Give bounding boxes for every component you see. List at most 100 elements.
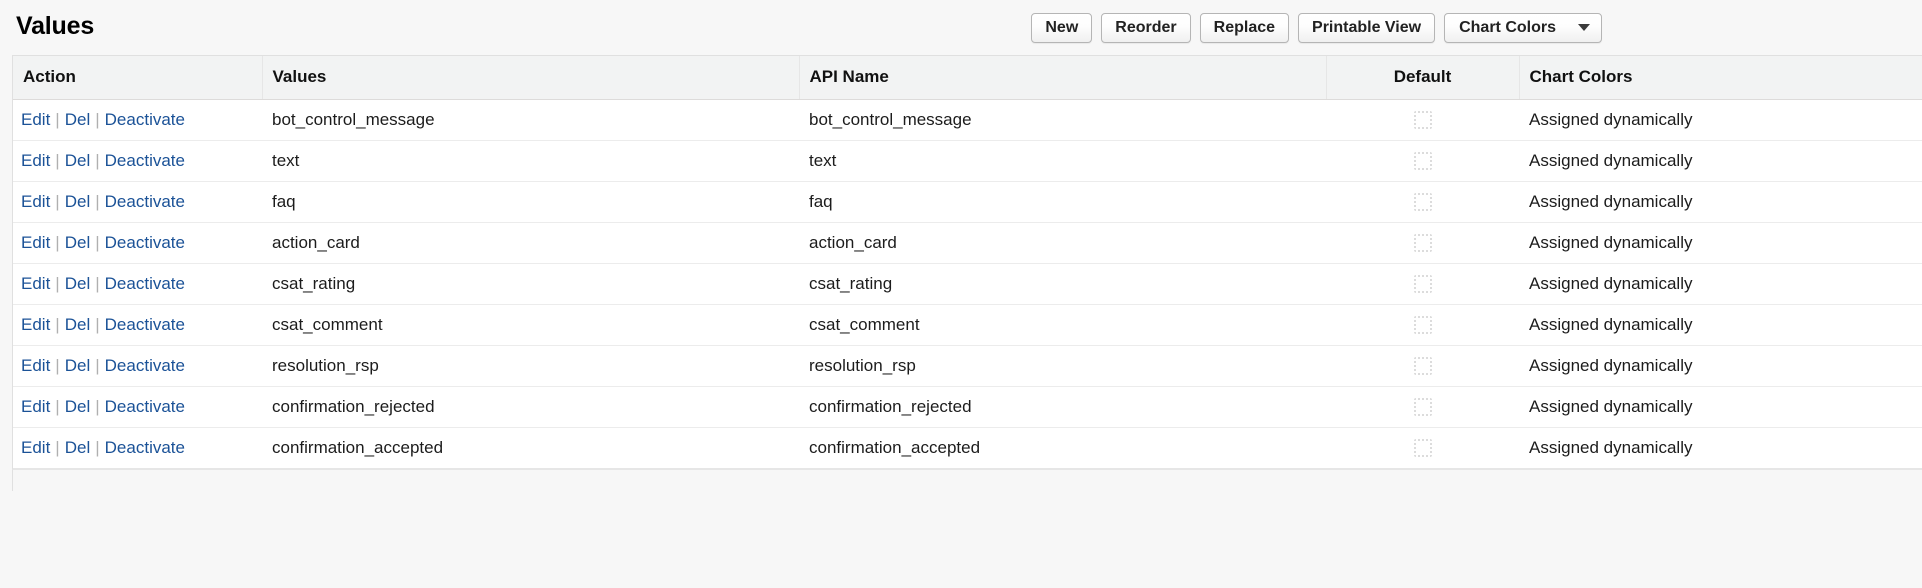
del-link[interactable]: Del xyxy=(64,191,91,211)
del-link[interactable]: Del xyxy=(64,109,91,129)
chart-color-cell: Assigned dynamically xyxy=(1519,304,1922,346)
del-link[interactable]: Del xyxy=(64,355,91,375)
edit-link[interactable]: Edit xyxy=(21,191,51,211)
default-cell xyxy=(1326,386,1519,428)
replace-button[interactable]: Replace xyxy=(1199,12,1290,43)
value-text: text xyxy=(272,150,300,170)
action-separator: | xyxy=(55,437,60,457)
api-name-cell: resolution_rsp xyxy=(799,345,1326,387)
edit-link[interactable]: Edit xyxy=(21,355,51,375)
chart-color-cell: Assigned dynamically xyxy=(1519,99,1922,141)
action-separator: | xyxy=(55,232,60,252)
action-cell: Edit|Del|Deactivate xyxy=(13,304,262,346)
table-footer xyxy=(12,468,1922,491)
default-cell xyxy=(1326,304,1519,346)
action-separator: | xyxy=(95,314,100,334)
action-separator: | xyxy=(55,355,60,375)
edit-link[interactable]: Edit xyxy=(21,232,51,252)
edit-link[interactable]: Edit xyxy=(21,314,51,334)
action-separator: | xyxy=(55,150,60,170)
value-cell: resolution_rsp xyxy=(262,345,799,387)
edit-link[interactable]: Edit xyxy=(21,150,51,170)
del-link[interactable]: Del xyxy=(64,150,91,170)
api-name-cell: confirmation_rejected xyxy=(799,386,1326,428)
value-text: action_card xyxy=(272,232,360,252)
action-cell: Edit|Del|Deactivate xyxy=(13,140,262,182)
api-name-text: action_card xyxy=(809,232,897,252)
value-text: confirmation_rejected xyxy=(272,396,435,416)
api-name-text: csat_comment xyxy=(809,314,920,334)
column-action: Action xyxy=(13,56,263,100)
api-name-cell: action_card xyxy=(799,222,1326,264)
api-name-text: faq xyxy=(809,191,833,211)
default-cell xyxy=(1326,99,1519,141)
default-cell xyxy=(1326,345,1519,387)
del-link[interactable]: Del xyxy=(64,437,91,457)
action-cell: Edit|Del|Deactivate xyxy=(13,99,262,141)
action-separator: | xyxy=(95,232,100,252)
del-link[interactable]: Del xyxy=(64,396,91,416)
action-separator: | xyxy=(55,273,60,293)
page-title: Values xyxy=(16,12,95,40)
column-default: Default xyxy=(1326,56,1520,100)
deactivate-link[interactable]: Deactivate xyxy=(104,437,185,457)
deactivate-link[interactable]: Deactivate xyxy=(104,273,185,293)
default-checkbox xyxy=(1413,316,1432,335)
del-link[interactable]: Del xyxy=(64,273,91,293)
value-text: faq xyxy=(272,191,296,211)
reorder-button[interactable]: Reorder xyxy=(1101,12,1191,43)
del-link[interactable]: Del xyxy=(64,232,91,252)
default-checkbox xyxy=(1413,357,1432,376)
printable-view-button[interactable]: Printable View xyxy=(1298,12,1436,43)
chart-color-text: Assigned dynamically xyxy=(1529,109,1693,129)
edit-link[interactable]: Edit xyxy=(21,437,51,457)
del-link[interactable]: Del xyxy=(64,314,91,334)
chart-color-cell: Assigned dynamically xyxy=(1519,140,1922,182)
default-checkbox xyxy=(1413,398,1432,417)
reorder-button-label: Reorder xyxy=(1115,18,1177,36)
action-separator: | xyxy=(95,437,100,457)
chart-color-cell: Assigned dynamically xyxy=(1519,263,1922,305)
edit-link[interactable]: Edit xyxy=(21,109,51,129)
new-button[interactable]: New xyxy=(1031,12,1093,43)
value-cell: confirmation_accepted xyxy=(262,427,799,469)
deactivate-link[interactable]: Deactivate xyxy=(104,396,185,416)
chart-color-text: Assigned dynamically xyxy=(1529,437,1693,457)
value-text: bot_control_message xyxy=(272,109,435,129)
default-checkbox xyxy=(1413,234,1432,253)
chart-color-text: Assigned dynamically xyxy=(1529,314,1693,334)
default-checkbox xyxy=(1413,152,1432,171)
edit-link[interactable]: Edit xyxy=(21,273,51,293)
deactivate-link[interactable]: Deactivate xyxy=(104,109,185,129)
default-checkbox xyxy=(1413,193,1432,212)
default-cell xyxy=(1326,263,1519,305)
action-separator: | xyxy=(55,314,60,334)
action-cell: Edit|Del|Deactivate xyxy=(13,222,262,264)
api-name-text: bot_control_message xyxy=(809,109,972,129)
deactivate-link[interactable]: Deactivate xyxy=(104,191,185,211)
printable-view-button-label: Printable View xyxy=(1312,18,1422,36)
default-cell xyxy=(1326,427,1519,469)
action-separator: | xyxy=(95,109,100,129)
chart-color-text: Assigned dynamically xyxy=(1529,232,1693,252)
chart-color-cell: Assigned dynamically xyxy=(1519,222,1922,264)
deactivate-link[interactable]: Deactivate xyxy=(104,314,185,334)
action-separator: | xyxy=(55,396,60,416)
value-text: resolution_rsp xyxy=(272,355,379,375)
deactivate-link[interactable]: Deactivate xyxy=(104,232,185,252)
default-cell xyxy=(1326,140,1519,182)
value-text: confirmation_accepted xyxy=(272,437,444,457)
action-cell: Edit|Del|Deactivate xyxy=(13,345,262,387)
deactivate-link[interactable]: Deactivate xyxy=(104,355,185,375)
chart-color-cell: Assigned dynamically xyxy=(1519,386,1922,428)
deactivate-link[interactable]: Deactivate xyxy=(104,150,185,170)
edit-link[interactable]: Edit xyxy=(21,396,51,416)
chart-colors-dropdown[interactable]: Chart Colors xyxy=(1444,12,1602,43)
chart-color-text: Assigned dynamically xyxy=(1529,396,1693,416)
